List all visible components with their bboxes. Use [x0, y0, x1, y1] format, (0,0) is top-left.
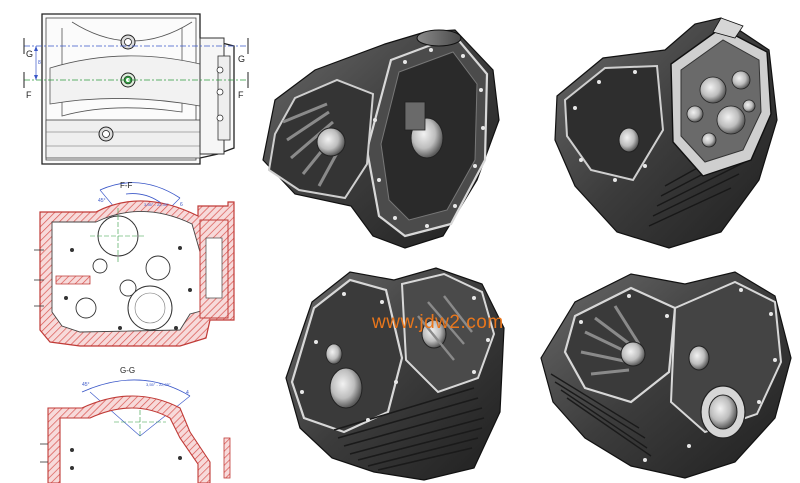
bore-hole [119, 279, 137, 297]
bore-hole [145, 255, 171, 281]
bore-hole [75, 297, 97, 319]
upper-boss [120, 34, 136, 50]
render-isometric-bottom-left [278, 262, 518, 483]
main-bore [127, 285, 173, 331]
angle-range-label: 3,55° - 22,35° [146, 382, 171, 387]
lower-boss [98, 126, 114, 142]
bolt-hole [216, 114, 224, 122]
watermark-text: www.jdw2.com [372, 312, 504, 333]
angle-label: 45° [82, 382, 90, 388]
section-ff-title: F-F [120, 181, 133, 190]
section-gg-drawing: G-G 45° 3,55° - 22,35° 4 [30, 362, 250, 483]
angle-label: 6 [180, 202, 183, 208]
angle-range-label: 3,55° - 22,35° [144, 202, 169, 207]
render-isometric-front-left [255, 10, 515, 250]
bolt-hole [216, 88, 224, 96]
section-marker-g-right: G [238, 54, 246, 64]
flange-section [223, 437, 231, 479]
section-ff-svg [34, 182, 235, 347]
section-gg-svg [40, 379, 231, 483]
bore-hole [92, 258, 108, 274]
housing-render [554, 17, 778, 249]
section-ff-drawing: F-F 45° 3,55° - 22,35° 6 [30, 180, 250, 380]
bolt-hole [216, 66, 224, 74]
render-isometric-flange-right [545, 10, 800, 250]
section-gg-title: G-G [120, 366, 136, 375]
housing-render [285, 267, 505, 481]
render-isometric-bottom-right [535, 262, 800, 483]
section-marker-g-left: G [26, 49, 34, 59]
housing-render [540, 271, 792, 479]
angle-label: 4 [186, 390, 189, 396]
dimension-value: 8 [38, 60, 41, 66]
angle-label: 45° [98, 198, 106, 204]
section-marker-f-left: F [26, 90, 32, 100]
housing-render [262, 29, 500, 249]
section-marker-f-right: F [238, 90, 244, 100]
top-view-drawing: G F G F 8 [22, 8, 262, 178]
top-view-svg [23, 13, 249, 165]
